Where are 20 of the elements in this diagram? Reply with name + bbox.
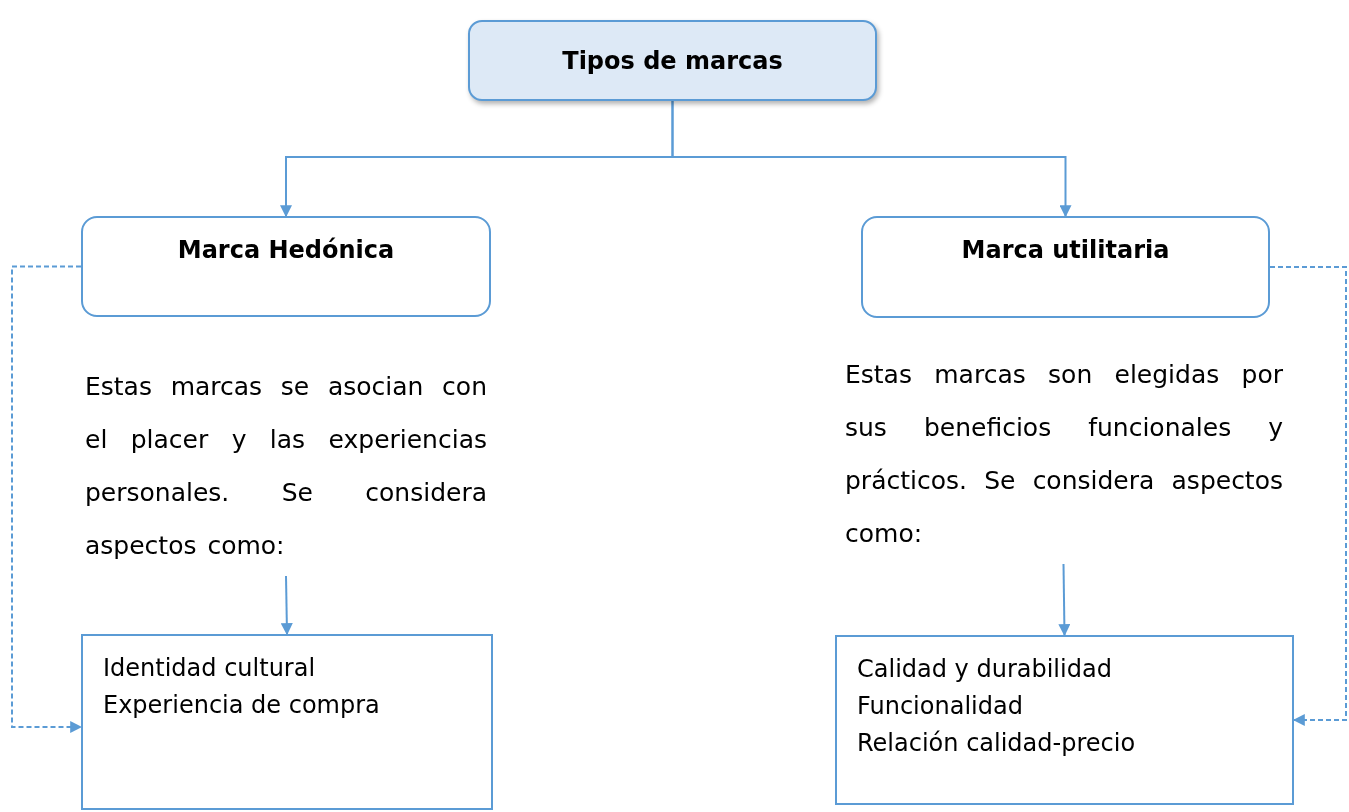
list-item: Relación calidad-precio (857, 728, 1137, 759)
dashed-arrow (11, 265, 83, 733)
list-box (81, 634, 493, 810)
category-box (81, 216, 491, 317)
list-item: Identidad cultural (103, 653, 317, 684)
dashed-arrow (1269, 266, 1347, 726)
list-item: Calidad y durabilidad (857, 654, 1113, 685)
list-item: Experiencia de compra (103, 690, 381, 721)
heading-text: Marca utilitaria (961, 236, 1170, 266)
category-box (861, 216, 1270, 318)
heading-text: Marca Hedónica (177, 236, 395, 266)
arrow (280, 575, 293, 636)
arrow (1058, 563, 1071, 637)
list-box (835, 635, 1294, 805)
list-item: Funcionalidad (857, 691, 1024, 722)
heading-text: Tipos de marcas (562, 46, 783, 75)
description-text: Estas marcas se asocian con el placer y las experiencias personales. Se considera aspectos como: (85, 360, 487, 572)
arrow (671, 100, 1072, 218)
title-box (468, 20, 877, 101)
description-text: Estas marcas son elegidas por sus beneficios funcionales y prácticos. Se considera aspectos como: (845, 348, 1283, 560)
